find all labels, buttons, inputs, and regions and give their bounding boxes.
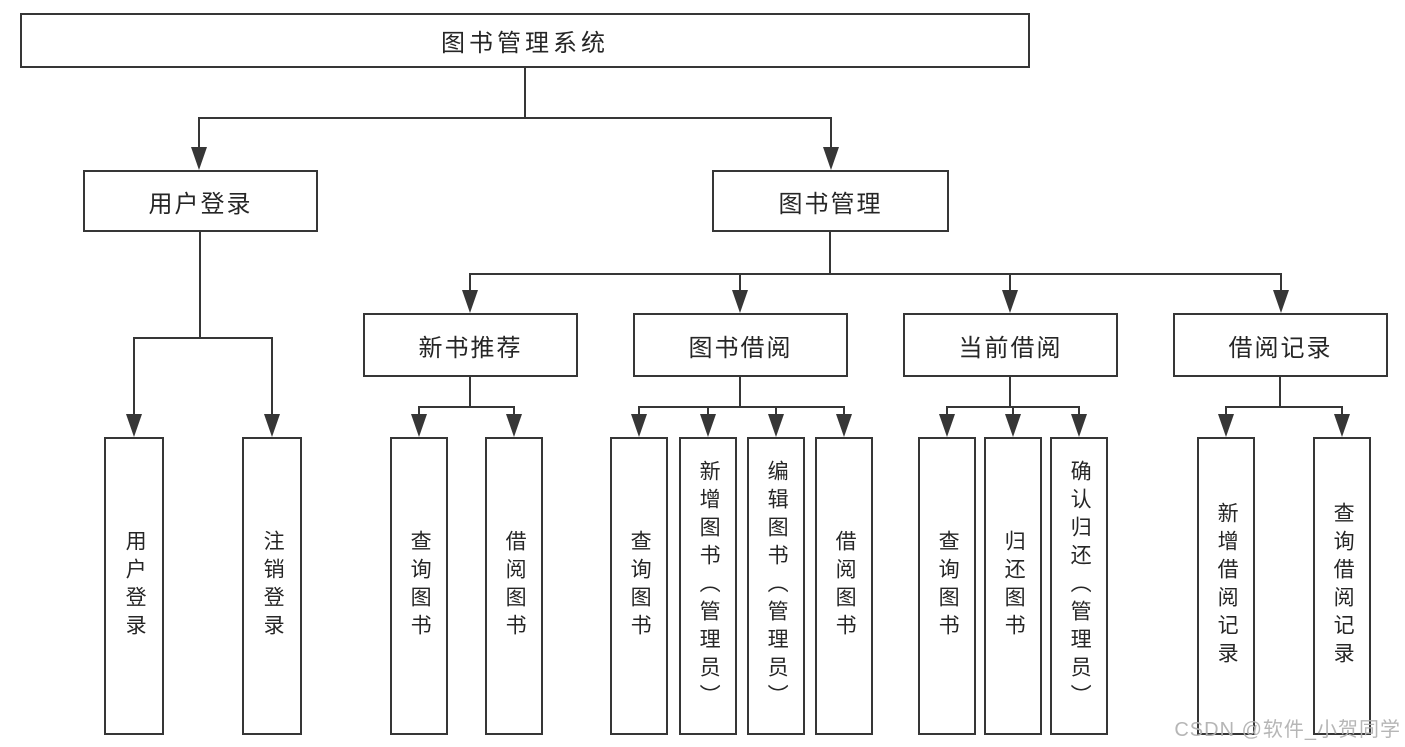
connector-line xyxy=(638,406,845,408)
connector-line xyxy=(198,117,832,119)
arrow-down-icon xyxy=(1002,290,1018,313)
csdn-watermark: CSDN @软件_小贺同学 xyxy=(1174,719,1401,741)
arrow-down-icon xyxy=(939,414,955,437)
node-new-book-recommend-label: 新书推荐 xyxy=(418,334,523,362)
arrow-down-icon xyxy=(1005,414,1021,437)
connector-line xyxy=(513,406,515,416)
node-library-system-label: 图书管理系统 xyxy=(441,30,609,57)
arrow-down-icon xyxy=(732,290,748,313)
connector-line xyxy=(133,337,135,416)
node-user-login-label: 用户登录 xyxy=(148,190,253,218)
connector-line xyxy=(829,232,831,274)
connector-line xyxy=(1225,406,1343,408)
node-leaf-user-login: 用户登录 xyxy=(104,437,164,735)
node-leaf-nb-query-books-label: 查询图书 xyxy=(408,530,432,642)
connector-line xyxy=(843,406,845,416)
connector-line xyxy=(830,117,832,150)
node-book-borrow: 图书借阅 xyxy=(633,313,848,377)
node-book-borrow-label: 图书借阅 xyxy=(688,334,793,362)
node-leaf-bb-add-books-admin: 新增图书（管理员） xyxy=(679,437,737,735)
node-new-book-recommend: 新书推荐 xyxy=(363,313,578,377)
node-leaf-br-query-record: 查询借阅记录 xyxy=(1313,437,1371,735)
node-book-management: 图书管理 xyxy=(712,170,949,232)
arrow-down-icon xyxy=(191,147,207,170)
arrow-down-icon xyxy=(631,414,647,437)
node-leaf-cb-query-books: 查询图书 xyxy=(918,437,976,735)
connector-line xyxy=(469,273,471,292)
node-leaf-bb-borrow-books-label: 借阅图书 xyxy=(833,530,857,642)
connector-line xyxy=(739,377,741,408)
arrow-down-icon xyxy=(823,147,839,170)
node-leaf-cb-query-books-label: 查询图书 xyxy=(936,530,960,642)
arrow-down-icon xyxy=(700,414,716,437)
node-borrow-records: 借阅记录 xyxy=(1173,313,1388,377)
arrow-down-icon xyxy=(1273,290,1289,313)
connector-line xyxy=(1280,273,1282,292)
arrow-down-icon xyxy=(836,414,852,437)
connector-line xyxy=(271,337,273,416)
connector-line xyxy=(1225,406,1227,416)
node-leaf-cb-return-books: 归还图书 xyxy=(984,437,1042,735)
arrow-down-icon xyxy=(1334,414,1350,437)
connector-line xyxy=(1009,377,1011,408)
connector-line xyxy=(638,406,640,416)
node-leaf-logout: 注销登录 xyxy=(242,437,302,735)
node-leaf-bb-borrow-books: 借阅图书 xyxy=(815,437,873,735)
node-leaf-br-add-record-label: 新增借阅记录 xyxy=(1215,502,1239,670)
arrow-down-icon xyxy=(768,414,784,437)
arrow-down-icon xyxy=(506,414,522,437)
node-borrow-records-label: 借阅记录 xyxy=(1228,334,1333,362)
node-leaf-br-add-record: 新增借阅记录 xyxy=(1197,437,1255,735)
arrow-down-icon xyxy=(264,414,280,437)
node-leaf-user-login-label: 用户登录 xyxy=(123,530,147,642)
node-leaf-cb-return-books-label: 归还图书 xyxy=(1002,530,1026,642)
node-leaf-bb-add-books-admin-label: 新增图书（管理员） xyxy=(697,460,721,712)
connector-line xyxy=(199,232,201,338)
node-library-system: 图书管理系统 xyxy=(20,13,1030,68)
connector-line xyxy=(739,273,741,292)
arrow-down-icon xyxy=(126,414,142,437)
connector-line xyxy=(469,377,471,408)
node-leaf-logout-label: 注销登录 xyxy=(261,530,285,642)
node-current-borrow: 当前借阅 xyxy=(903,313,1118,377)
node-user-login: 用户登录 xyxy=(83,170,318,232)
connector-line xyxy=(946,406,948,416)
arrow-down-icon xyxy=(1218,414,1234,437)
arrow-down-icon xyxy=(1071,414,1087,437)
connector-line xyxy=(707,406,709,416)
connector-line xyxy=(1341,406,1343,416)
node-book-management-label: 图书管理 xyxy=(778,190,883,218)
node-current-borrow-label: 当前借阅 xyxy=(958,334,1063,362)
connector-line xyxy=(1279,377,1281,408)
connector-line xyxy=(1078,406,1080,416)
node-leaf-cb-confirm-return-admin-label: 确认归还（管理员） xyxy=(1068,460,1092,712)
connector-line xyxy=(775,406,777,416)
node-leaf-bb-query-books: 查询图书 xyxy=(610,437,668,735)
node-leaf-nb-borrow-books-label: 借阅图书 xyxy=(503,530,527,642)
arrow-down-icon xyxy=(411,414,427,437)
node-leaf-nb-query-books: 查询图书 xyxy=(390,437,448,735)
connector-line xyxy=(198,117,200,150)
node-leaf-nb-borrow-books: 借阅图书 xyxy=(485,437,543,735)
node-leaf-bb-query-books-label: 查询图书 xyxy=(628,530,652,642)
connector-line xyxy=(469,273,1282,275)
connector-line xyxy=(418,406,420,416)
connector-line xyxy=(1009,273,1011,292)
connector-line xyxy=(133,337,273,339)
connector-line xyxy=(418,406,515,408)
node-leaf-cb-confirm-return-admin: 确认归还（管理员） xyxy=(1050,437,1108,735)
node-leaf-bb-edit-books-admin-label: 编辑图书（管理员） xyxy=(765,460,789,712)
node-leaf-br-query-record-label: 查询借阅记录 xyxy=(1331,502,1355,670)
arrow-down-icon xyxy=(462,290,478,313)
connector-line xyxy=(524,68,526,118)
node-leaf-bb-edit-books-admin: 编辑图书（管理员） xyxy=(747,437,805,735)
connector-line xyxy=(1012,406,1014,416)
